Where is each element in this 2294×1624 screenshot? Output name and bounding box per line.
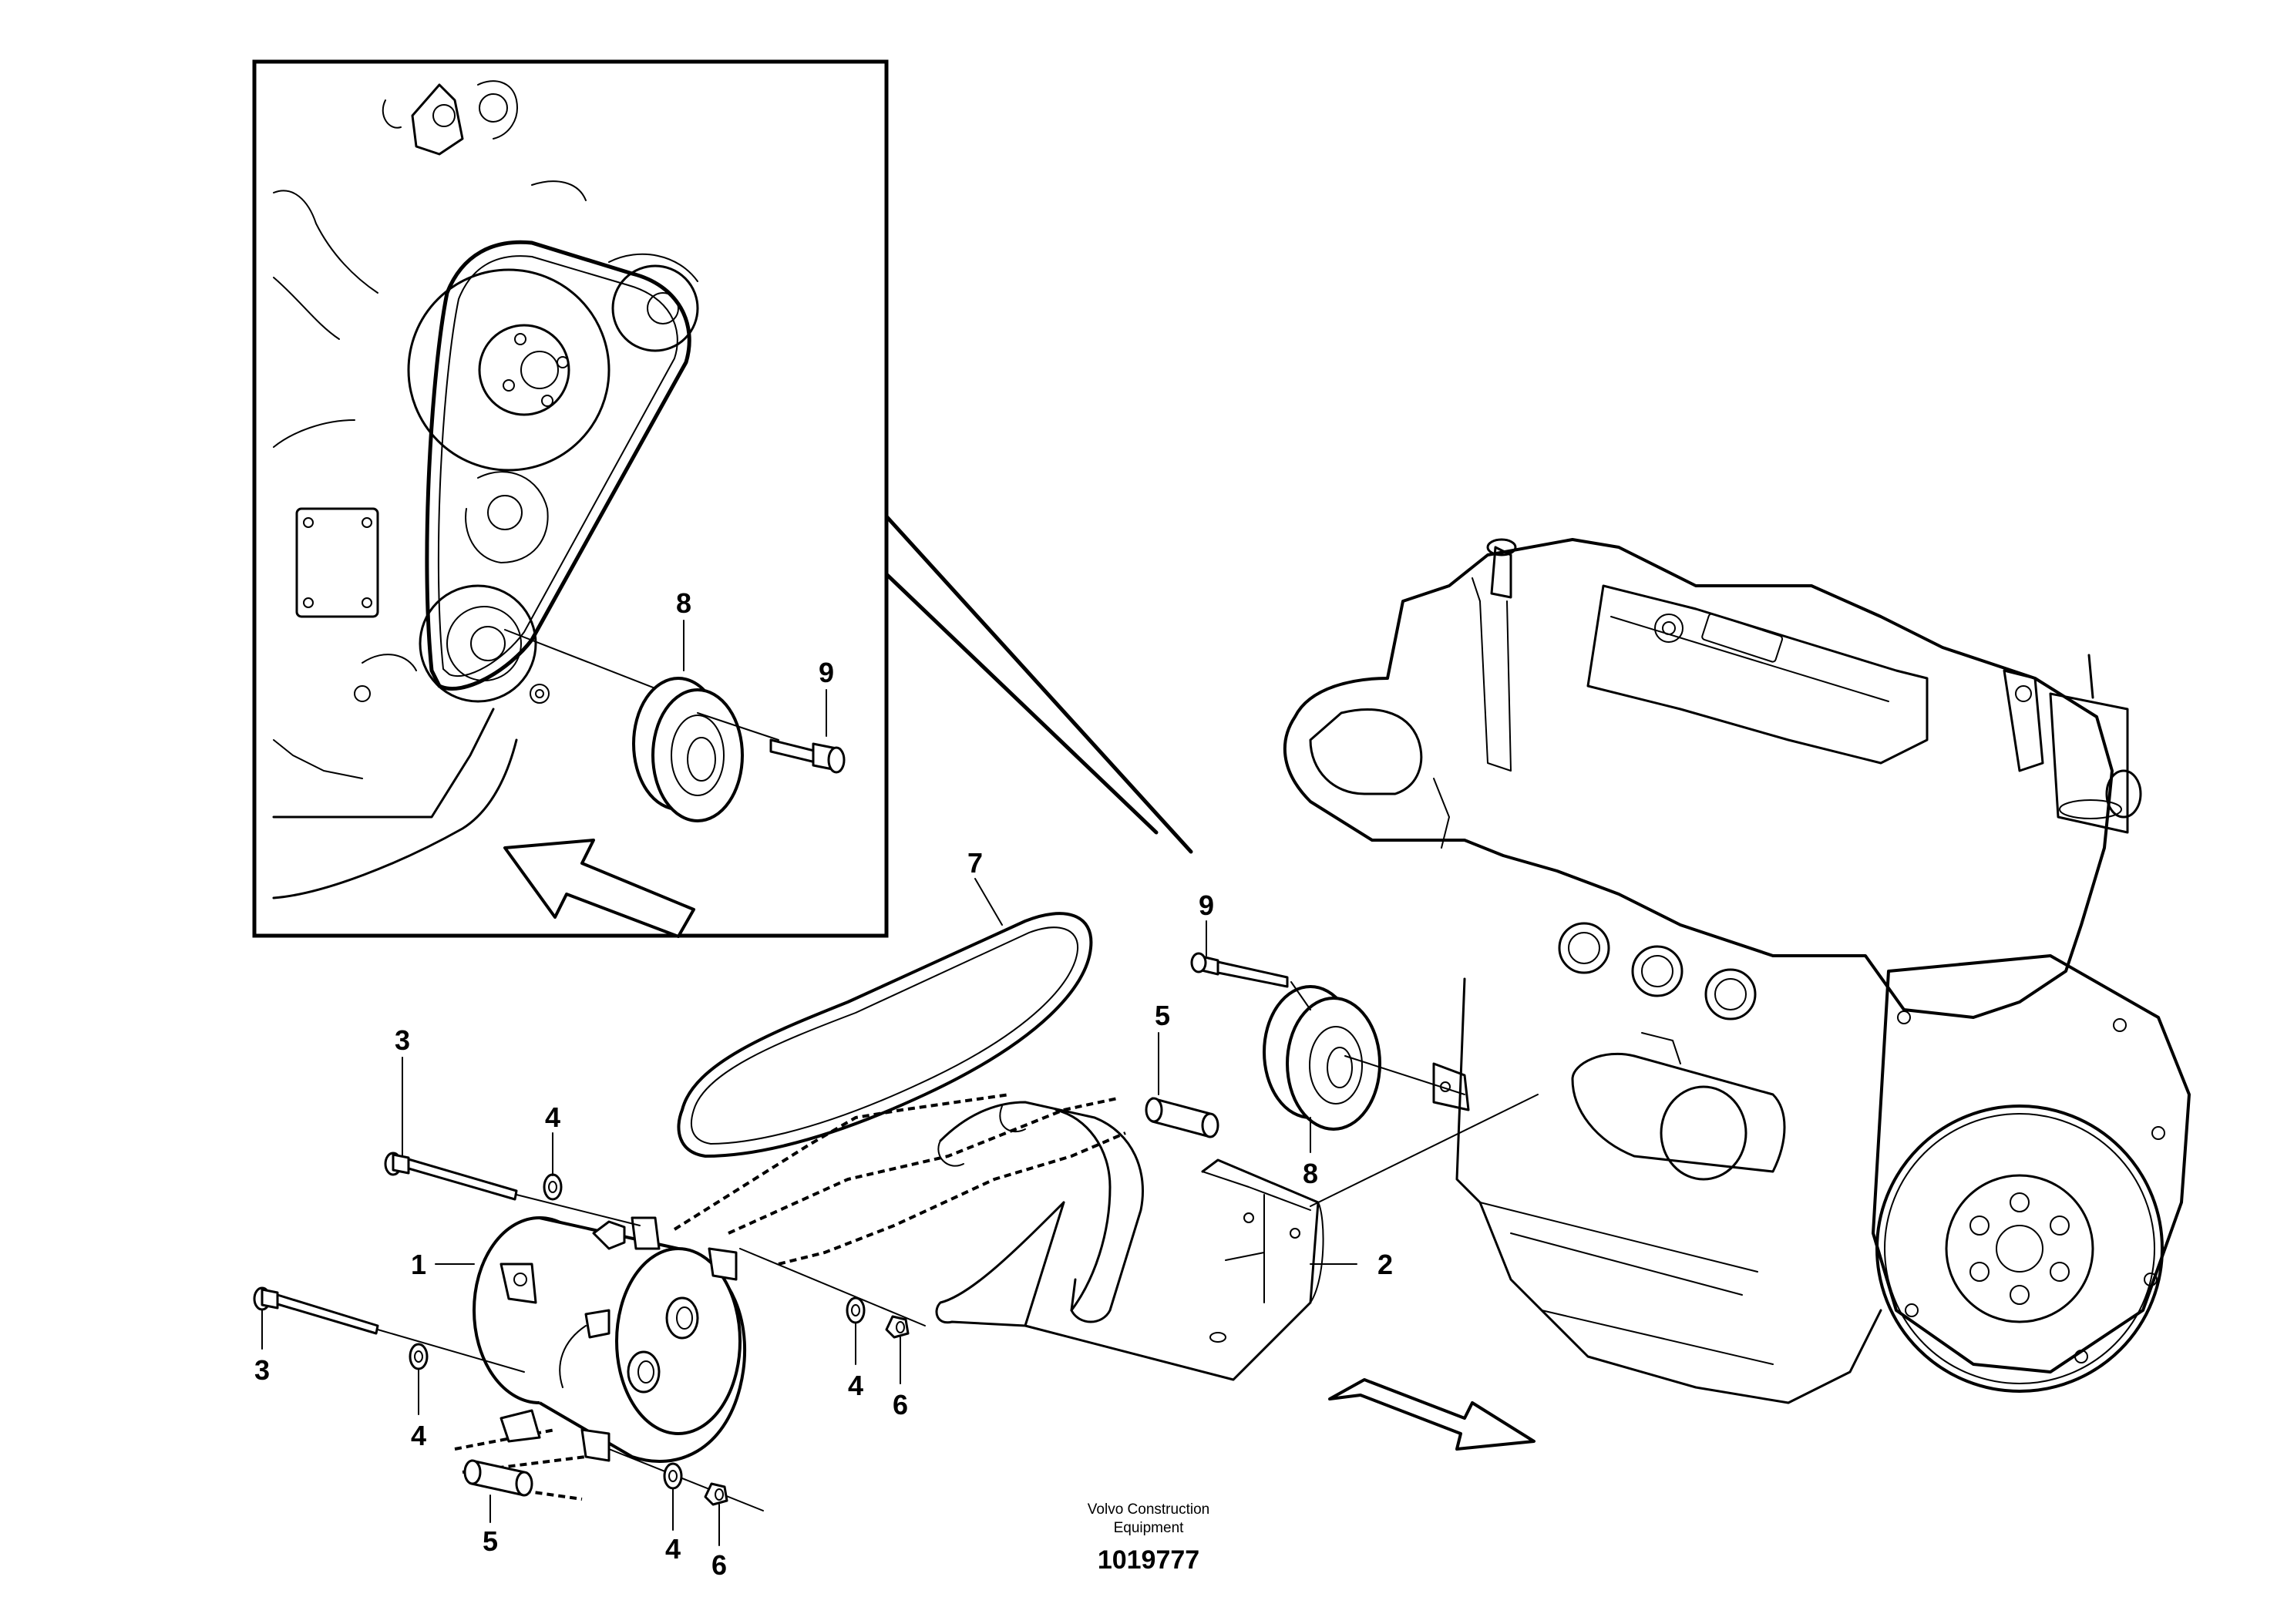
- inset-pointer-upper: [884, 514, 1193, 854]
- nut-part-6-right: [885, 1315, 910, 1339]
- callout-bolt-3-top: 3: [395, 1024, 410, 1056]
- inset-direction-arrow: [503, 839, 695, 938]
- drawing-footer: Volvo Construction Equipment 1019777: [1088, 1501, 1209, 1575]
- bracket-mount-leader: [1310, 1094, 1539, 1207]
- callout-nut-6-right: 6: [893, 1389, 908, 1421]
- callout-washer-4-bottom: 4: [665, 1533, 681, 1565]
- pulley-part-8: [1263, 985, 1465, 1131]
- inset-alternator-pulley: [608, 253, 699, 352]
- inset-pointer-lower: [884, 572, 1159, 835]
- nut-part-6-bottom: [704, 1482, 728, 1506]
- spacer-part-5-bottom: [463, 1459, 533, 1497]
- main-direction-arrow: [1328, 1378, 1536, 1451]
- callout-washer-4-mid-right: 4: [848, 1370, 863, 1401]
- callout-bolt-3-bottom: 3: [254, 1354, 270, 1386]
- washer-part-4-bottom: [608, 1448, 764, 1511]
- drive-belt-part-7: [677, 912, 1093, 1158]
- inset-belt: [425, 240, 691, 691]
- publisher-line-1: Volvo Construction: [1088, 1501, 1209, 1518]
- bolt-part-3-bottom: [253, 1286, 525, 1373]
- callout-bracket-2: 2: [1377, 1249, 1393, 1280]
- callout-leaders: [261, 878, 1311, 1546]
- callout-spacer-5-bottom: 5: [483, 1525, 498, 1557]
- callout-washer-4-mid-left: 4: [411, 1420, 426, 1451]
- leader-7: [974, 878, 1003, 926]
- callout-inset-9: 9: [819, 657, 834, 688]
- callout-labels: 8 9 7 9 5 3 4 8 1 2 3 4 4 6 5 4 6: [254, 587, 1393, 1581]
- publisher-line-2: Equipment: [1114, 1520, 1185, 1536]
- drawing-number: 1019777: [1098, 1545, 1199, 1575]
- washer-part-4-top: [543, 1173, 563, 1201]
- inset-bolt-part-9: [769, 738, 846, 774]
- inset-frame: [252, 59, 889, 938]
- callout-pulley-8: 8: [1303, 1158, 1318, 1189]
- spacer-part-5-top: [1145, 1097, 1219, 1138]
- callout-inset-8: 8: [676, 587, 691, 619]
- inset-fan-pulley: [407, 268, 610, 472]
- callout-spacer-5-top: 5: [1155, 1000, 1170, 1031]
- callout-belt-7: 7: [967, 847, 983, 879]
- inset-pulley-part-8: [504, 629, 779, 822]
- inset-crank-pulley: [419, 584, 537, 703]
- inset-cover-plate: [295, 507, 379, 618]
- washer-part-4-mid-left: [409, 1343, 429, 1370]
- callout-washer-4-top: 4: [545, 1101, 560, 1133]
- engine-assembly: [1283, 538, 2191, 1451]
- bolt-part-9: [1190, 952, 1311, 1010]
- callout-bolt-9: 9: [1199, 889, 1214, 921]
- inset-detail: [252, 59, 1193, 938]
- bracket-part-2: [935, 1101, 1324, 1381]
- callout-compressor-1: 1: [411, 1249, 426, 1280]
- washer-part-4-mid-right: [739, 1248, 926, 1326]
- inset-lift-eye: [411, 83, 464, 156]
- inset-engine-front: [272, 80, 587, 899]
- compressor-part-1: [473, 1216, 747, 1463]
- bolt-part-3-top: [384, 1152, 641, 1226]
- callout-nut-6-bottom: 6: [711, 1549, 727, 1581]
